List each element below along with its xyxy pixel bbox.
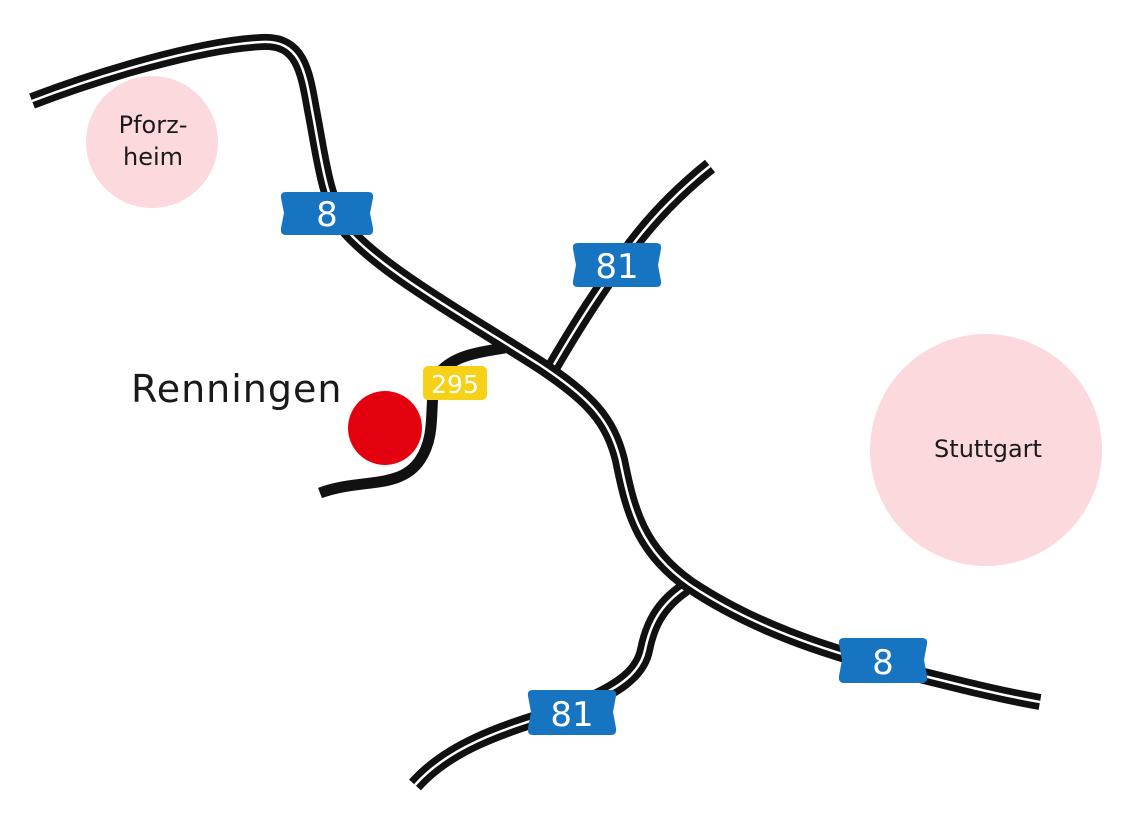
stuttgart-area [870, 334, 1102, 566]
a8-road-center [31, 40, 1041, 704]
stuttgart-label: Stuttgart [934, 435, 1042, 463]
b295-road [318, 342, 506, 499]
a81-south-road-casing [409, 581, 690, 791]
a81-south-shield-label: 81 [550, 695, 593, 735]
pforzheim-area [86, 76, 218, 208]
renningen-marker [348, 391, 422, 465]
pforzheim-label-line2: heim [123, 143, 183, 171]
b295-shield-label: 295 [431, 370, 479, 399]
a8-north-shield-label: 8 [316, 195, 338, 235]
a8-north-shield: 8 [280, 192, 374, 235]
a8-south-shield-label: 8 [872, 643, 894, 683]
a8-south-shield: 8 [838, 638, 928, 683]
a81-north-shield-label: 81 [595, 247, 638, 287]
renningen-label: Renningen [131, 367, 342, 411]
b295-shield: 295 [423, 366, 487, 400]
a81-north-shield: 81 [572, 243, 662, 287]
pforzheim-label-line1: Pforz- [119, 111, 188, 139]
a81-south-shield: 81 [527, 690, 617, 735]
